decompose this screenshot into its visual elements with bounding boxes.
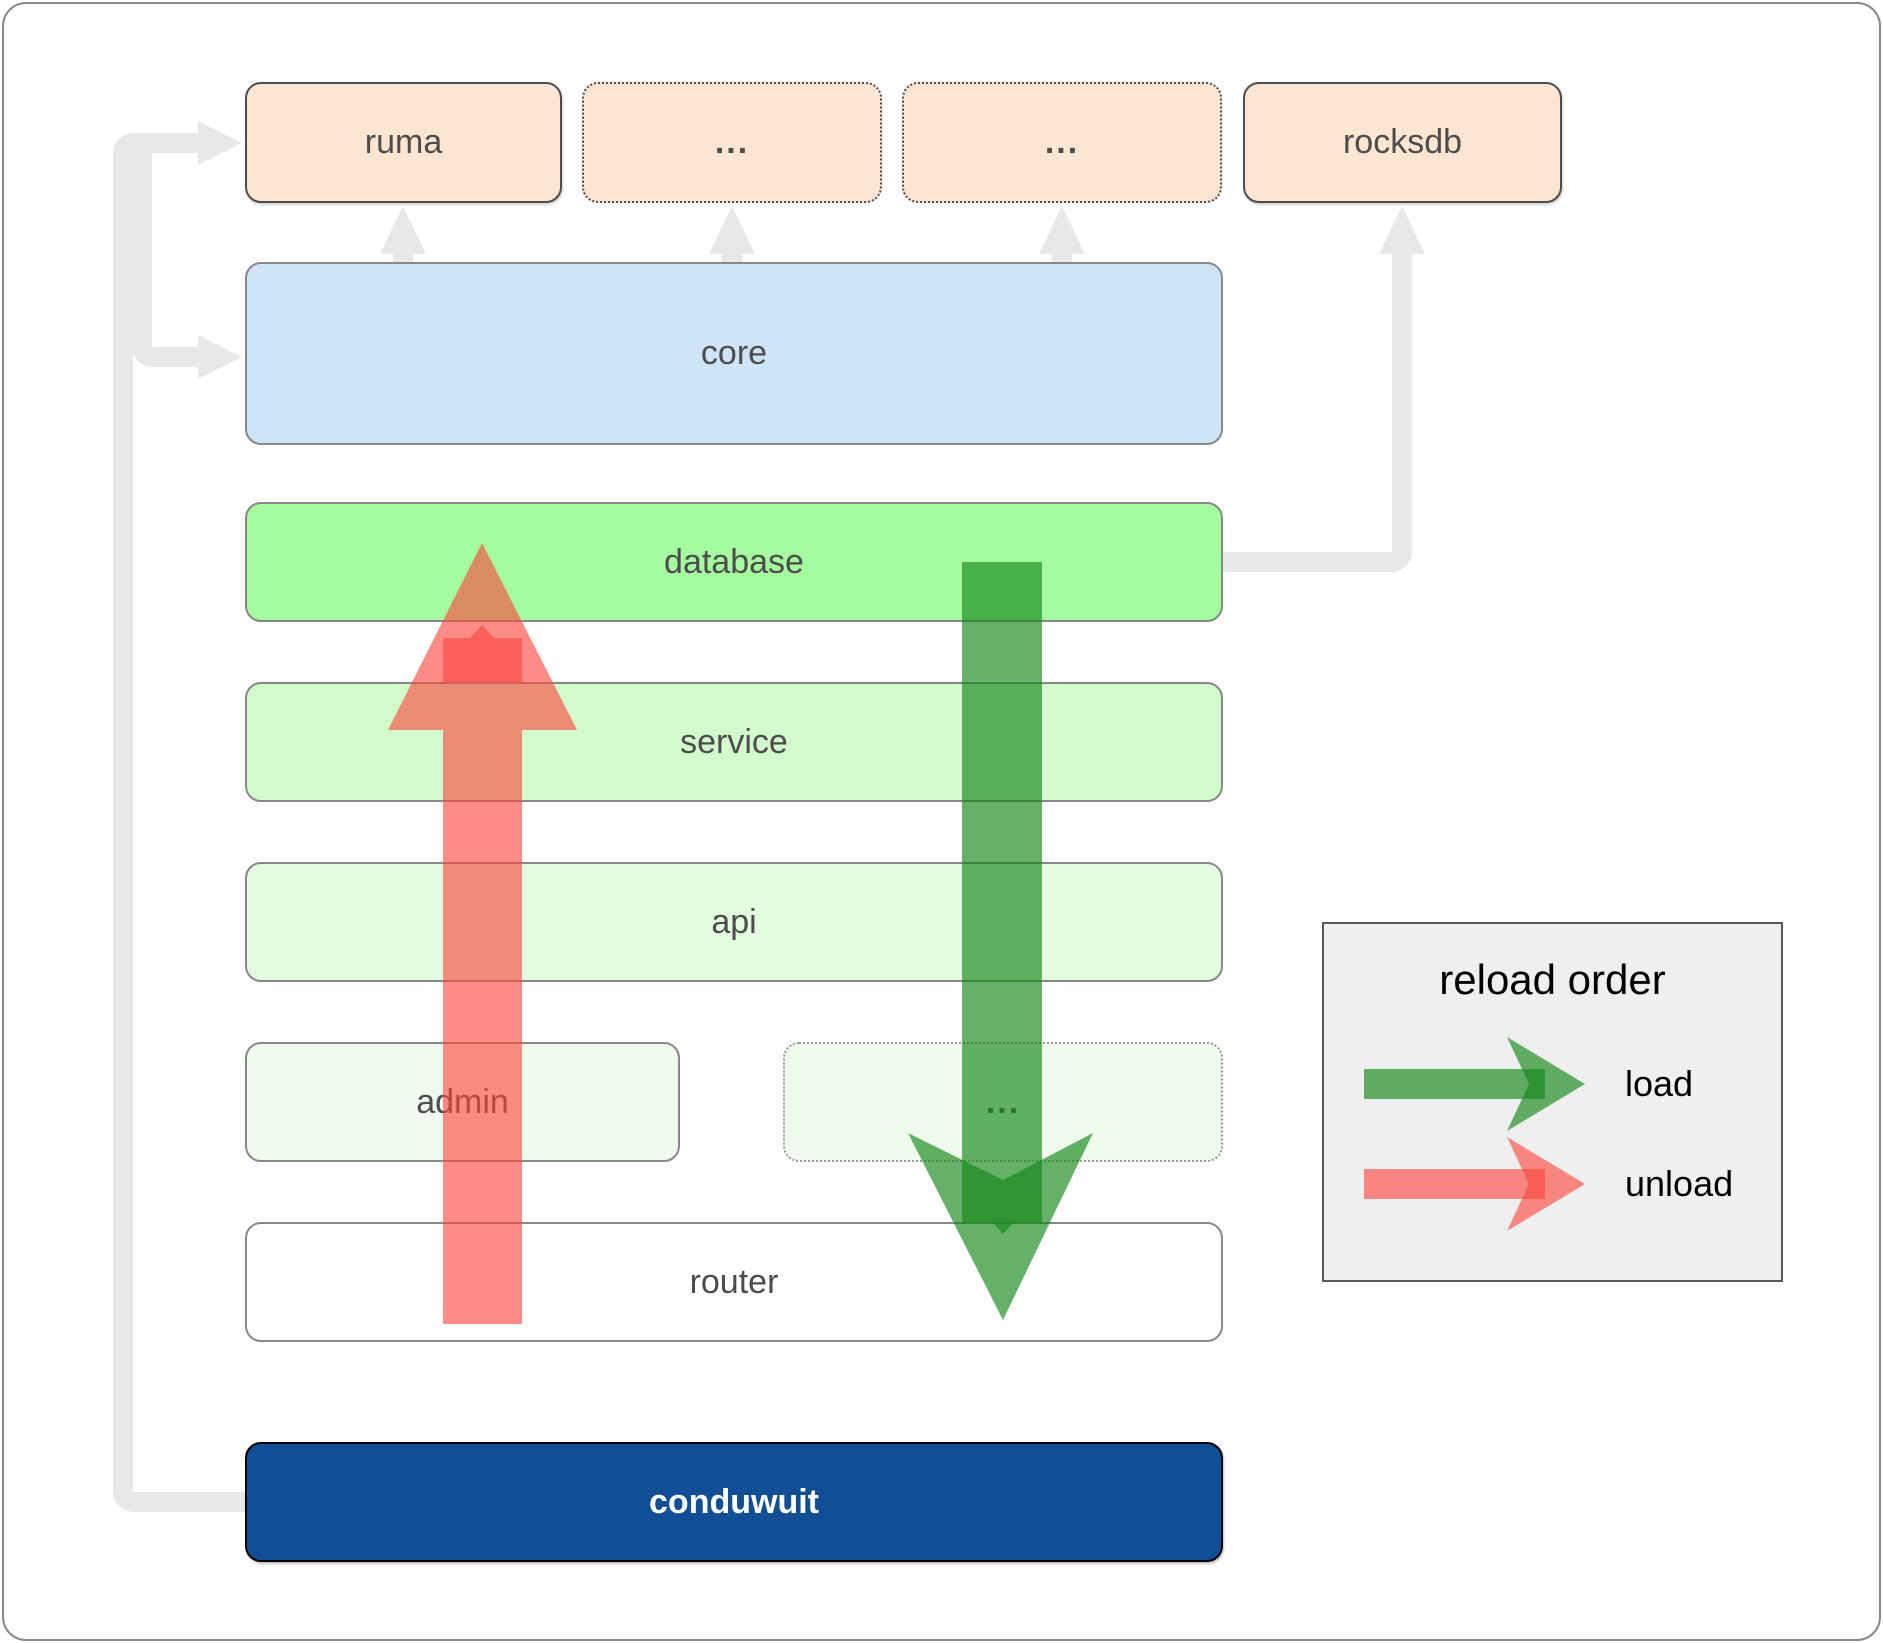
arrowhead-ruma-icon <box>198 121 242 165</box>
box-rocksdb-label: rocksdb <box>1342 123 1463 161</box>
box-database-label: database <box>664 542 804 581</box>
box-api-label: api <box>711 902 757 941</box>
box-ellipsis-2: ... <box>902 82 1222 203</box>
arrowhead-up-icon <box>380 206 426 254</box>
arrowhead-rocksdb-icon <box>1379 206 1425 254</box>
legend-load-arrow-shaft-icon <box>1364 1069 1545 1099</box>
box-conduwuit-label: conduwuit <box>649 1482 819 1521</box>
legend-load-label: load <box>1625 1063 1694 1104</box>
arrowhead-core-icon <box>198 335 242 379</box>
connector-database-to-rocksdb <box>1223 250 1412 572</box>
box-ellipsis-1-label: ... <box>714 123 750 161</box>
box-admin-label: admin <box>416 1082 509 1121</box>
box-core: core <box>245 262 1223 445</box>
box-admin: admin <box>245 1042 680 1162</box>
legend-unload-arrow-shaft-icon <box>1364 1169 1545 1199</box>
arrowhead-up-icon <box>709 206 755 254</box>
arrowhead-up-icon <box>1039 206 1085 254</box>
box-rocksdb: rocksdb <box>1243 82 1562 203</box>
box-ellipsis-2-label: ... <box>1044 123 1080 161</box>
box-ellipsis-3: ... <box>783 1042 1223 1162</box>
box-ruma-label: ruma <box>364 123 443 161</box>
legend-title: reload order <box>1439 956 1666 1003</box>
box-database: database <box>245 502 1223 622</box>
box-router: router <box>245 1222 1223 1342</box>
box-api: api <box>245 862 1223 982</box>
box-router-label: router <box>689 1262 779 1301</box>
box-conduwuit: conduwuit <box>245 1442 1223 1562</box>
connector-conduwuit-to-core <box>132 150 200 367</box>
legend-unload-label: unload <box>1625 1163 1734 1204</box>
box-service-label: service <box>680 722 788 761</box>
legend-unload-arrow-head-icon <box>1507 1137 1585 1231</box>
box-ruma: ruma <box>245 82 562 203</box>
box-service: service <box>245 682 1223 802</box>
box-core-label: core <box>700 334 768 372</box>
box-ellipsis-1: ... <box>582 82 882 203</box>
legend: reload order load unload <box>1322 922 1783 1282</box>
legend-load-arrow-head-icon <box>1507 1037 1585 1131</box>
box-ellipsis-3-label: ... <box>985 1082 1021 1121</box>
unload-arrow-tip-icon <box>443 625 522 682</box>
connector-conduwuit-to-ruma <box>113 133 245 1512</box>
